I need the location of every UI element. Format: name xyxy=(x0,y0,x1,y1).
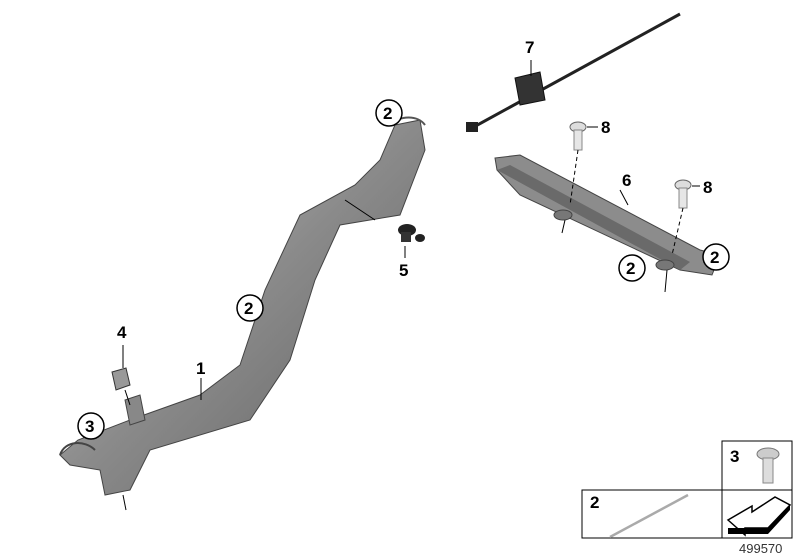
push-rivet-part xyxy=(398,224,425,258)
callout-6: 6 xyxy=(622,171,631,190)
callout-2-circled: 2 xyxy=(236,294,264,322)
legend-item-3: 3 xyxy=(721,440,793,491)
callout-7: 7 xyxy=(525,38,534,57)
callout-8: 8 xyxy=(601,118,610,137)
svg-text:2: 2 xyxy=(590,493,599,512)
callout-4: 4 xyxy=(117,323,127,342)
bracket-part xyxy=(494,154,721,293)
svg-text:3: 3 xyxy=(730,447,739,466)
callout-3-circled: 3 xyxy=(77,412,105,440)
svg-text:1: 1 xyxy=(196,359,205,378)
svg-text:2: 2 xyxy=(626,259,635,278)
svg-text:2: 2 xyxy=(244,299,253,318)
callout-5: 5 xyxy=(399,261,408,280)
legend-item-2: 2 xyxy=(581,489,723,539)
callout-2-circled: 2 xyxy=(702,243,730,271)
cable-tie-icon xyxy=(609,493,689,539)
callout-1: 1 xyxy=(196,359,205,400)
cable-tie-part xyxy=(466,12,681,132)
svg-text:3: 3 xyxy=(85,417,94,436)
callout-2-circled: 2 xyxy=(375,99,403,127)
clip-nut-part xyxy=(111,345,131,406)
diagram-number: 499570 xyxy=(739,541,782,556)
cable-duct-part xyxy=(59,116,426,511)
callout-8: 8 xyxy=(703,178,712,197)
screw-icon xyxy=(756,447,780,484)
screw-part xyxy=(569,121,700,256)
callout-2-circled: 2 xyxy=(618,254,646,282)
svg-text:2: 2 xyxy=(710,248,719,267)
svg-text:2: 2 xyxy=(383,104,392,123)
direction-arrow-box xyxy=(721,489,793,539)
